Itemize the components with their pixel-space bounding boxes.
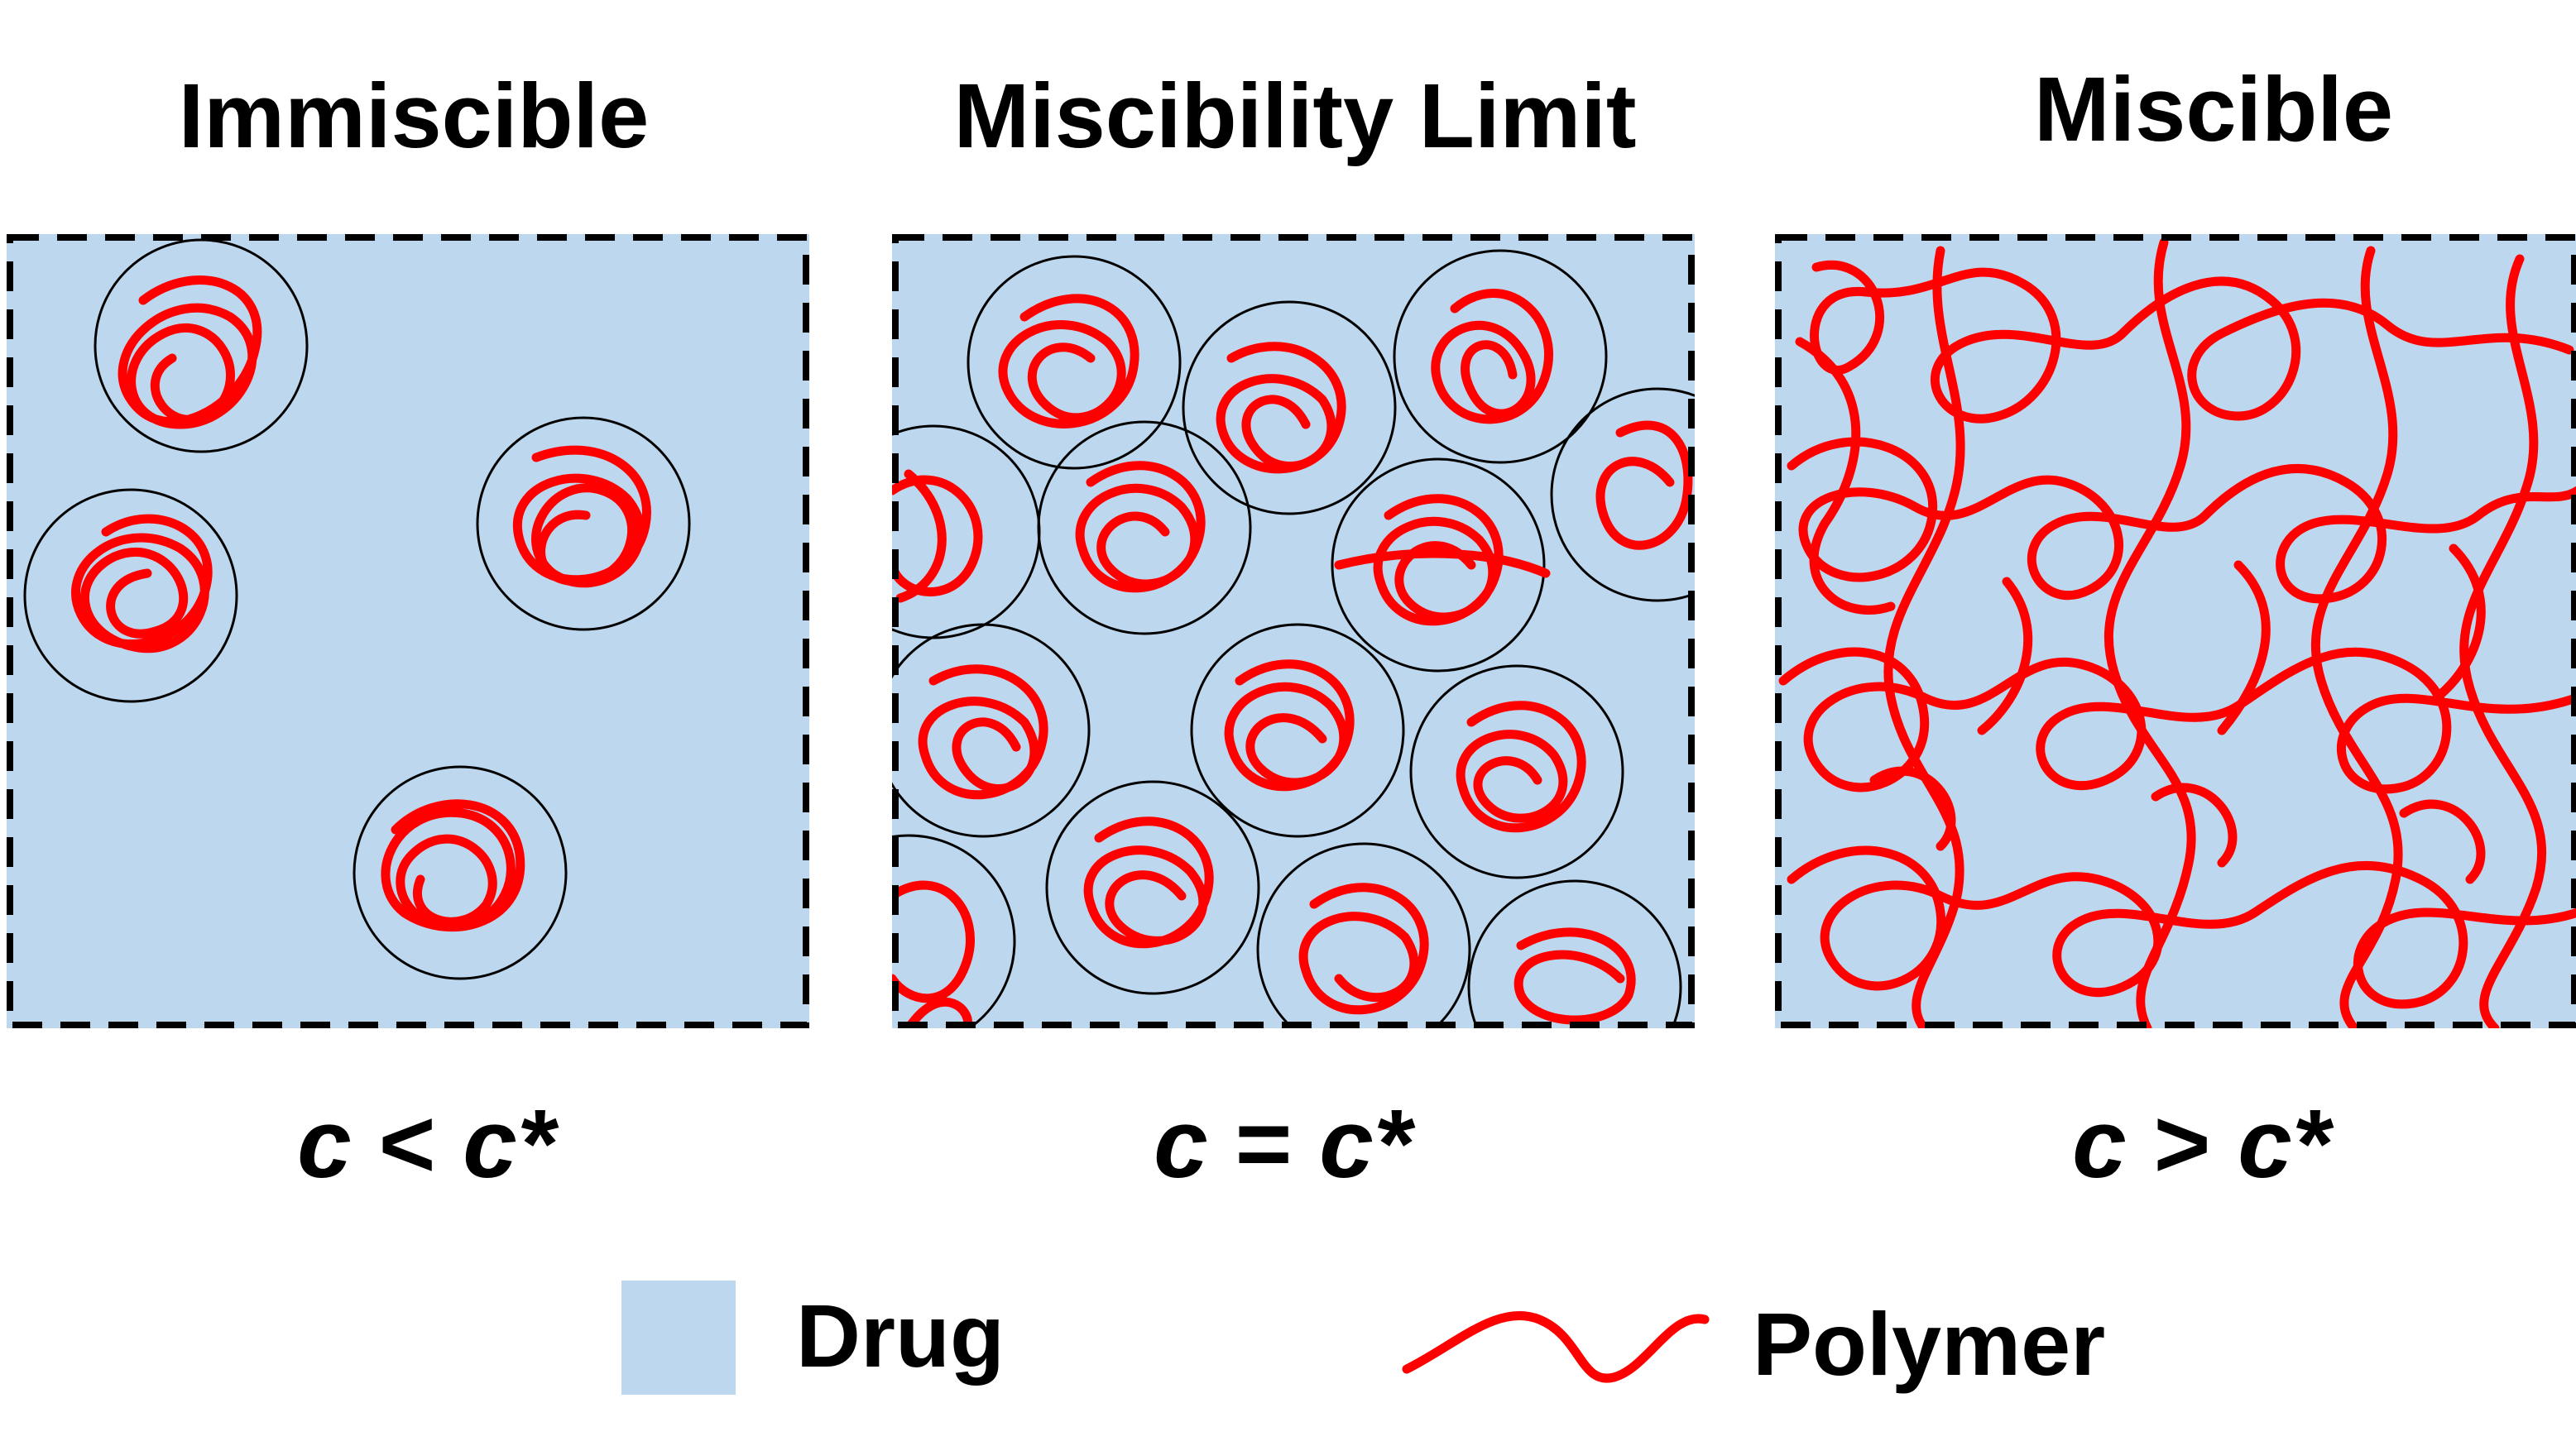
polymer-coil: [998, 294, 1139, 429]
condition-critical: c*: [1319, 1089, 1412, 1199]
polymer-coil: [1513, 927, 1636, 1025]
polymer-coil: [71, 514, 213, 654]
polymer-coil: [1083, 816, 1214, 949]
miscible-diagram: [1775, 234, 2576, 1028]
polymer-coil-boundary: [967, 255, 1182, 470]
polymer-chain: [1787, 845, 2576, 1009]
polymer-coil-boundary: [1182, 300, 1397, 515]
legend-drug-swatch: [621, 1281, 736, 1395]
legend-drug-label: Drug: [796, 1286, 1005, 1386]
legend-polymer-line: [1402, 1310, 1710, 1383]
immiscible-diagram: [7, 234, 809, 1028]
panel-miscible: [1775, 234, 2576, 1028]
legend-polymer-label: Polymer: [1753, 1294, 2106, 1394]
panel-title-miscibility-limit: Miscibility Limit: [953, 65, 1637, 167]
condition-miscibility-limit: c = c*: [877, 1088, 1688, 1200]
polymer-coil: [1334, 494, 1551, 626]
polymer-coil: [513, 445, 651, 588]
polymer-coil-boundary: [353, 765, 568, 980]
polymer-coil-boundary: [1045, 780, 1260, 995]
polymer-chain: [2459, 254, 2547, 1028]
panel-border: [1775, 234, 2576, 1028]
polymer-coil: [1298, 883, 1429, 1015]
polymer-coil: [1595, 420, 1693, 550]
polymer-chain: [1869, 766, 2486, 884]
panel-border: [892, 234, 1695, 1028]
condition-var: c: [1154, 1089, 1208, 1199]
polymer-coil-boundary: [1550, 387, 1695, 602]
condition-miscible: c > c*: [1796, 1088, 2576, 1200]
polymer-coil: [1075, 461, 1206, 593]
panel-title-miscible: Miscible: [2033, 59, 2394, 160]
panel-miscibility-limit: [892, 234, 1695, 1028]
polymer-coil-boundary: [892, 623, 1091, 838]
miscibility-limit-diagram: [892, 234, 1695, 1028]
condition-operator: <: [378, 1089, 436, 1199]
polymer-coil: [118, 275, 262, 429]
condition-critical: c*: [463, 1089, 555, 1199]
polymer-coil-boundary: [1393, 249, 1608, 464]
condition-var: c: [2072, 1089, 2127, 1199]
polymer-coil-boundary: [1467, 879, 1682, 1028]
polymer-coil-boundary: [1409, 664, 1624, 879]
condition-immiscible: c < c*: [21, 1088, 832, 1200]
polymer-coil-boundary: [1331, 457, 1546, 673]
polymer-coil: [1456, 701, 1586, 833]
polymer-coil: [918, 664, 1048, 800]
panel-immiscible: [7, 234, 809, 1028]
polymer-chain: [1787, 437, 2576, 604]
polymer-coil: [1431, 289, 1553, 424]
panel-border: [7, 234, 809, 1028]
polymer-coil: [892, 469, 983, 603]
condition-operator: >: [2153, 1089, 2211, 1199]
polymer-coil: [1216, 342, 1346, 474]
polymer-coil-boundary: [1190, 623, 1405, 838]
polymer-chain: [1810, 261, 2574, 424]
polymer-chain: [1883, 246, 1965, 1028]
panel-title-immiscible: Immiscible: [178, 65, 650, 167]
polymer-coil-boundary: [892, 834, 1016, 1028]
condition-var: c: [297, 1089, 352, 1199]
polymer-coil: [1224, 659, 1355, 792]
polymer-coil-boundary: [1256, 842, 1471, 1028]
drug-region: [892, 234, 1695, 1028]
polymer-coil-boundary: [1037, 420, 1252, 635]
condition-operator: =: [1235, 1089, 1293, 1199]
polymer-coil-boundary: [476, 416, 691, 631]
polymer-chain: [2103, 237, 2196, 1028]
condition-critical: c*: [2238, 1089, 2330, 1199]
polymer-chain: [1795, 337, 2486, 735]
polymer-coil-boundary: [23, 488, 238, 703]
polymer-chain: [2310, 246, 2403, 1028]
polymer-coil: [381, 799, 525, 932]
